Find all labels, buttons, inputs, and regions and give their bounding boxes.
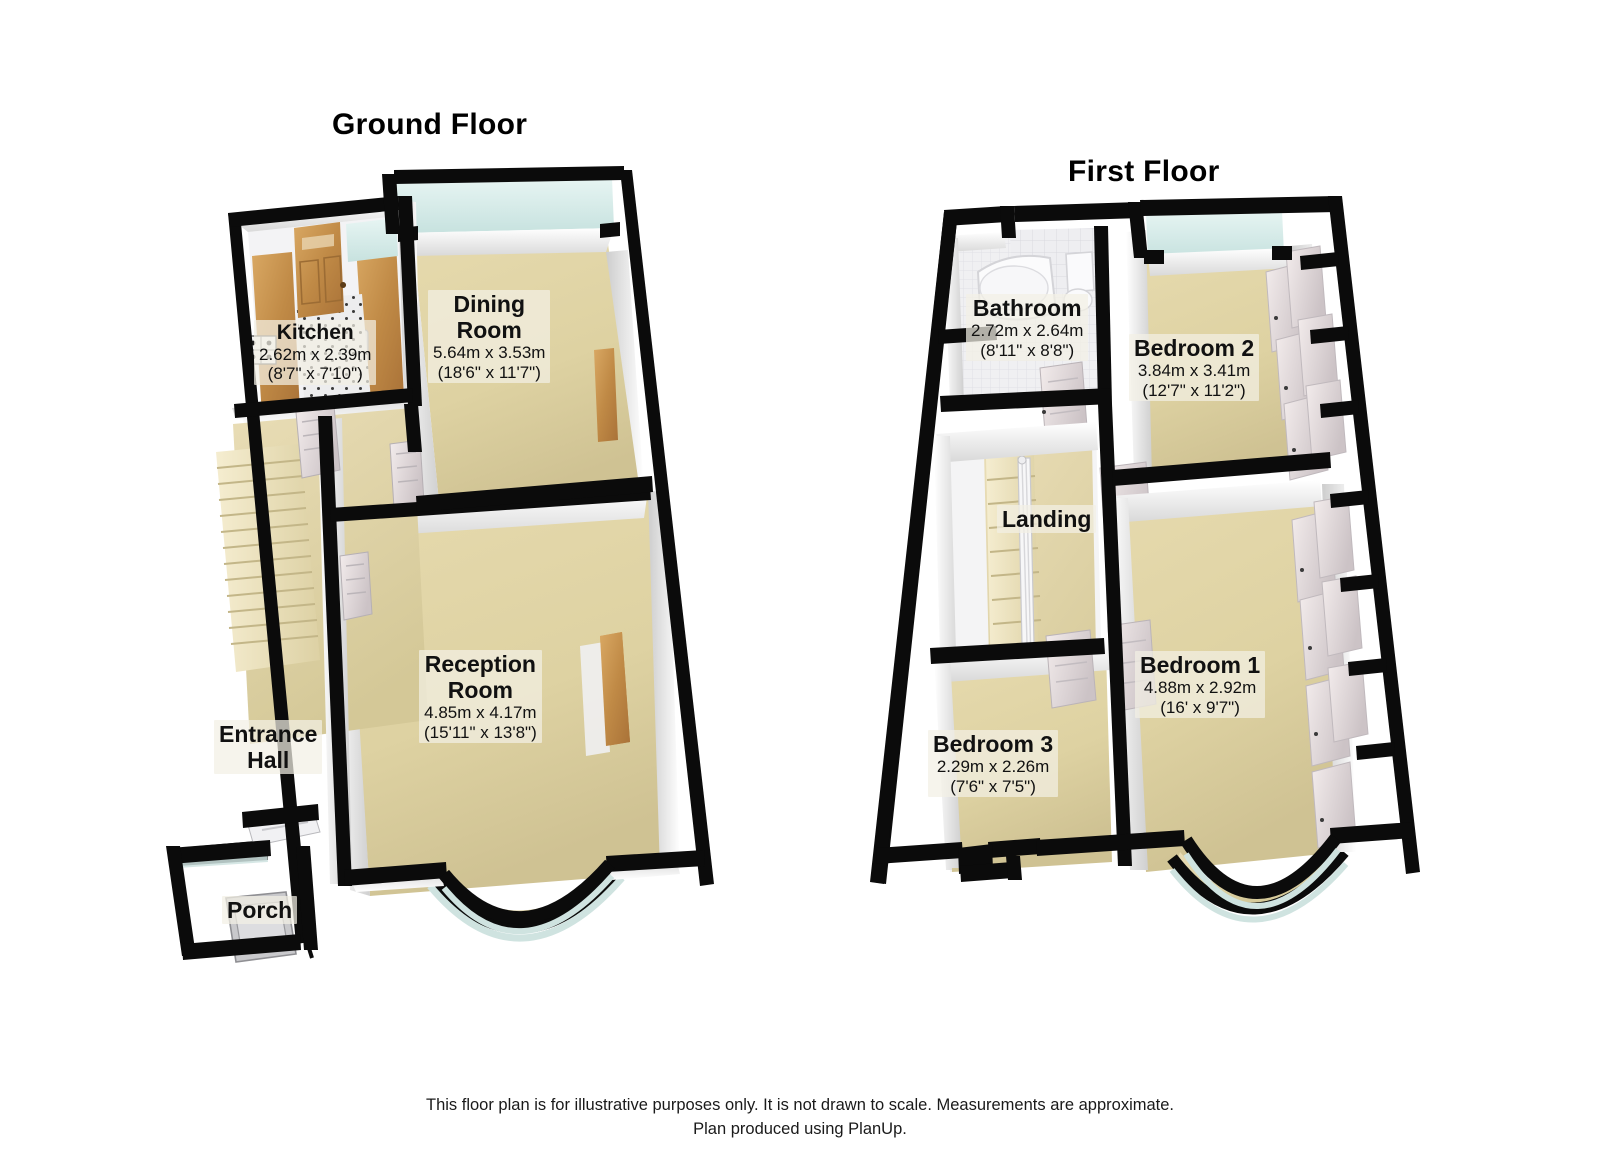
room-label-landing: Landing [997, 505, 1097, 534]
room-label-kitchen: Kitchen 2.62m x 2.39m (8'7" x 7'10") [254, 320, 377, 385]
room-name-entrance-line1: Entrance [219, 721, 318, 747]
room-dim-metric-bedroom-3: 2.29m x 2.26m [936, 757, 1050, 777]
room-dim-imperial-bedroom-2: (12'7" x 11'2") [1142, 380, 1246, 400]
room-label-bedroom-2: Bedroom 2 3.84m x 3.41m (12'7" x 11'2") [1129, 334, 1260, 401]
room-dim-imperial-bedroom-3: (7'6" x 7'5") [950, 776, 1036, 796]
front-door-sidelight [346, 218, 398, 262]
reception-door [339, 551, 373, 621]
room-name-reception-line2: Room [447, 677, 513, 704]
room-name-landing: Landing [1002, 506, 1092, 532]
ground-floor-title: Ground Floor [332, 108, 528, 141]
room-name-reception-line1: Reception [424, 651, 536, 677]
room-dim-imperial-reception: (15'11" x 13'8") [424, 722, 537, 742]
dining-window [594, 348, 618, 442]
room-name-bathroom: Bathroom [972, 295, 1082, 321]
dining-north-glass [396, 178, 614, 233]
room-dim-imperial-bathroom: (8'11" x 8'8") [980, 340, 1075, 360]
room-name-dining-line2: Room [456, 317, 522, 344]
room-name-bedroom-1: Bedroom 1 [1140, 652, 1261, 678]
first-floor-title: First Floor [1068, 155, 1220, 188]
first-floor-drawing [870, 196, 1420, 923]
room-label-bedroom-3: Bedroom 3 2.29m x 2.26m (7'6" x 7'5") [928, 730, 1059, 797]
bedroom2-window-glass [1146, 210, 1284, 258]
toilet [1065, 251, 1095, 293]
room-dim-imperial-kitchen: (8'7" x 7'10") [267, 364, 363, 384]
ground-floor-drawing [166, 166, 714, 963]
room-label-bathroom: Bathroom 2.72m x 2.64m (8'11" x 8'8") [966, 294, 1089, 361]
room-name-dining-line1: Dining [453, 291, 525, 317]
bedroom1-bay-glazing [1169, 862, 1349, 923]
built-in-wardrobes [1265, 245, 1369, 849]
room-label-porch: Porch [222, 896, 298, 925]
room-dim-metric-kitchen: 2.62m x 2.39m [259, 344, 372, 364]
room-dim-metric-reception: 4.85m x 4.17m [424, 703, 537, 723]
room-dim-imperial-bedroom-1: (16' x 9'7") [1160, 697, 1240, 717]
disclaimer-line-1: This floor plan is for illustrative purp… [425, 1096, 1175, 1114]
plan-credit-line: Plan produced using PlanUp. [693, 1120, 907, 1138]
room-name-porch: Porch [227, 897, 293, 923]
room-name-entrance-line2: Hall [247, 747, 290, 774]
room-label-reception-room: Reception Room 4.85m x 4.17m (15'11" x 1… [419, 650, 542, 744]
room-label-bedroom-1: Bedroom 1 4.88m x 2.92m (16' x 9'7") [1135, 651, 1266, 718]
reception-bay-glazing [427, 875, 625, 942]
room-dim-metric-bedroom-1: 4.88m x 2.92m [1143, 678, 1257, 698]
room-dim-metric-bedroom-2: 3.84m x 3.41m [1137, 361, 1251, 381]
room-name-bedroom-3: Bedroom 3 [933, 731, 1054, 757]
room-name-kitchen: Kitchen [276, 321, 354, 344]
room-dim-imperial-dining: (18'6" x 11'7") [437, 362, 541, 382]
room-name-bedroom-2: Bedroom 2 [1134, 335, 1255, 361]
room-label-dining-room: Dining Room 5.64m x 3.53m (18'6" x 11'7"… [428, 290, 551, 384]
room-dim-metric-dining: 5.64m x 3.53m [433, 343, 546, 363]
room-dim-metric-bathroom: 2.72m x 2.64m [971, 321, 1084, 341]
room-label-entrance-hall: Entrance Hall [214, 720, 323, 775]
first-floor-walls [870, 196, 1420, 884]
